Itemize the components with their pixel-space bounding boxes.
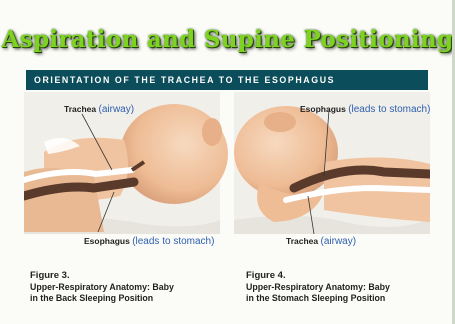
left-caption-line1: Upper-Respiratory Anatomy: Baby	[30, 282, 230, 293]
left-label-esophagus-name: Esophagus	[84, 236, 130, 246]
left-label-trachea-name: Trachea	[64, 104, 96, 114]
right-caption-number: Figure 4.	[246, 270, 446, 281]
left-label-esophagus-note: (leads to stomach)	[132, 236, 214, 247]
right-caption: Figure 4. Upper-Respiratory Anatomy: Bab…	[246, 270, 446, 304]
left-caption: Figure 3. Upper-Respiratory Anatomy: Bab…	[30, 270, 230, 304]
right-label-esophagus-note: (leads to stomach)	[348, 104, 430, 115]
left-caption-number: Figure 3.	[30, 270, 230, 281]
right-caption-line2: in the Stomach Sleeping Position	[246, 293, 446, 304]
left-label-esophagus: Esophagus (leads to stomach)	[84, 236, 214, 247]
right-label-trachea-name: Trachea	[286, 236, 318, 246]
right-label-trachea-note: (airway)	[321, 236, 357, 247]
right-caption-line1: Upper-Respiratory Anatomy: Baby	[246, 282, 446, 293]
page-title: Aspiration and Supine Positioning	[0, 26, 455, 53]
right-label-trachea: Trachea (airway)	[286, 236, 356, 247]
left-label-trachea: Trachea (airway)	[64, 104, 134, 115]
right-label-esophagus-name: Esophagus	[300, 104, 346, 114]
left-caption-line2: in the Back Sleeping Position	[30, 293, 230, 304]
right-baby-ear	[264, 112, 296, 132]
left-baby-ear	[202, 118, 222, 146]
section-banner: ORIENTATION OF THE TRACHEA TO THE ESOPHA…	[26, 70, 428, 90]
left-label-trachea-note: (airway)	[99, 104, 135, 115]
right-label-esophagus: Esophagus (leads to stomach)	[300, 104, 430, 115]
